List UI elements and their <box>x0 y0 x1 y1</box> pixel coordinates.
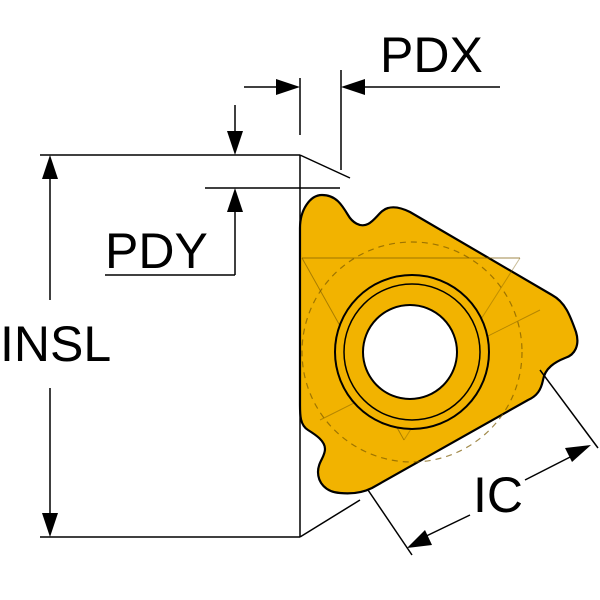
insl-arrow-top <box>42 155 58 179</box>
pdy-arrow-bottom <box>227 188 243 212</box>
ic-extension-left <box>367 489 413 556</box>
ic-extension-right <box>539 369 599 449</box>
envelope-top-edge <box>299 154 351 179</box>
pdy-arrow-top <box>227 131 243 155</box>
insl-label: INSL <box>0 316 111 372</box>
pdx-arrow-right <box>341 79 365 95</box>
pdx-arrow-left <box>276 79 300 95</box>
pdy-label: PDY <box>105 223 208 279</box>
counterbore-inner-ring <box>343 283 481 421</box>
envelope-bottom-edge <box>299 499 361 538</box>
pdx-label: PDX <box>380 27 483 83</box>
ic-arrow-upper <box>565 445 591 462</box>
center-hole <box>362 304 458 400</box>
inscribed-circle <box>301 241 523 463</box>
ic-arrow-lower <box>407 530 432 548</box>
insl-arrow-bottom <box>42 513 58 537</box>
ic-label: IC <box>473 467 523 523</box>
